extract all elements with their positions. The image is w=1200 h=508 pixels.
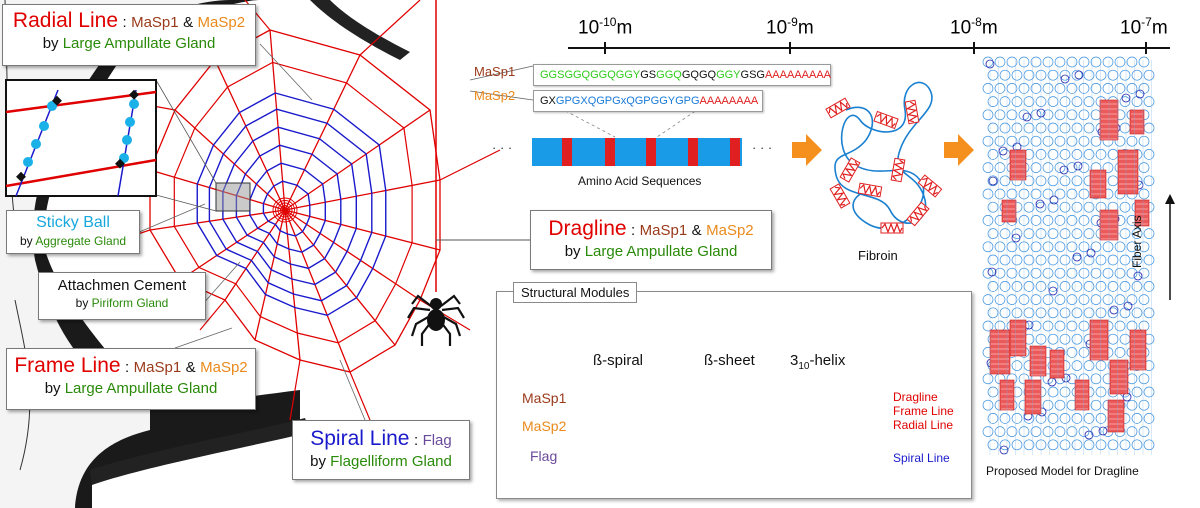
spiral-line-callout: Spiral Line : Flag by Flagelliform Gland [292, 420, 470, 480]
zoom-inset [5, 79, 157, 197]
frame-line-sep: : [125, 359, 130, 376]
frame-line-gland: Large Ampullate Gland [64, 380, 218, 397]
frame-line-prot1: MaSp1 [133, 359, 182, 376]
sequence-dots-right: · · · [752, 140, 773, 155]
arrow-to-model [944, 134, 974, 166]
seq-masp1-label: MaSp1 [474, 64, 516, 79]
masp2-seq-segment: GX [540, 95, 556, 107]
zoom-connector-top [155, 79, 217, 184]
amino-acid-bar [532, 138, 742, 166]
masp1-seq-segment: GGY [716, 69, 741, 81]
scale-label-3: 10-8m [950, 15, 998, 39]
masp1-seq-segment: GQGQ [681, 69, 717, 81]
spiral-line-name: Spiral Line [310, 427, 410, 450]
frame-line-amp: & [185, 359, 196, 376]
fiber-axis-label: Fiber Axis [1130, 215, 1144, 268]
masp1-seq-segment: GS [640, 69, 657, 81]
dragline-model [982, 56, 1155, 458]
dragline-by: by [564, 243, 581, 260]
beta-sheet-label: ß-sheet [704, 352, 755, 369]
dragline-prot1: MaSp1 [639, 222, 688, 239]
sequence-caption: Amino Acid Sequences [578, 174, 702, 188]
frame-line-by: by [44, 380, 61, 397]
scale-label-4: 10-7m [1120, 15, 1168, 39]
spiral-line-module-label: Spiral Line [893, 451, 950, 465]
zoom-region [215, 182, 251, 212]
sequence-dots-left: · · · [492, 140, 513, 155]
dragline-gland: Large Ampullate Gland [584, 243, 738, 260]
sticky-ball-gland: Aggregate Gland [35, 234, 127, 248]
dragline-name: Dragline [548, 217, 627, 240]
helix-label: 310-helix [790, 352, 846, 372]
sequence-zoom-lines [559, 107, 701, 138]
radial-line-by: by [42, 35, 59, 52]
masp1-sequence-box: GGSGGQGGQGGYGSGGQGQGQGGYGSGAAAAAAAAA [533, 64, 831, 86]
seq-masp2-label: MaSp2 [474, 88, 516, 103]
structural-modules-panel [496, 291, 972, 499]
dragline-sep: : [631, 222, 636, 239]
spiral-line-by: by [310, 453, 326, 470]
zoom-connector-bottom [155, 194, 217, 212]
masp2-seq-segment: GPGXQGPGxQGPGGYGPG [555, 95, 700, 107]
sticky-ball-by: by [19, 234, 33, 248]
scale-label-1: 10-10m [578, 15, 633, 39]
scale-label-2: 10-9m [766, 15, 814, 39]
attachment-cement-callout: Attachmen Cement by Piriform Gland [38, 272, 206, 320]
module-row-masp2: MaSp2 [522, 418, 567, 434]
length-scale [568, 42, 1170, 54]
radial-line-callout: Radial Line : MaSp1 & MaSp2 by Large Amp… [2, 4, 256, 66]
frame-line-prot2: MaSp2 [200, 359, 248, 376]
model-label: Proposed Model for Dragline [986, 464, 1139, 478]
radial-line-amp: & [183, 14, 194, 31]
sticky-ball-callout: Sticky Ball by Aggregate Gland [6, 210, 140, 254]
masp1-seq-segment: GSG [740, 69, 765, 81]
structural-modules-title: Structural Modules [513, 282, 638, 303]
bracket-label-frame: Frame Line [893, 404, 954, 418]
attachment-cement-by: by [75, 296, 89, 310]
bracket-label-dragline: Dragline [893, 390, 938, 404]
spider-web [89, 0, 501, 421]
masp1-seq-segment: AAAAAAAAA [764, 69, 832, 81]
radial-line-prot1: MaSp1 [131, 14, 179, 31]
dragline-callout: Dragline : MaSp1 & MaSp2 by Large Ampull… [530, 210, 772, 270]
spiral-line-gland: Flagelliform Gland [330, 453, 452, 470]
masp2-seq-segment: AAAAAAAA [699, 95, 759, 107]
module-row-masp1: MaSp1 [522, 390, 567, 406]
radial-line-gland: Large Ampullate Gland [62, 35, 216, 52]
spiral-line-sep: : [413, 432, 419, 449]
attachment-cement-gland: Piriform Gland [91, 296, 169, 310]
radial-line-prot2: MaSp2 [197, 14, 246, 31]
spider-icon [407, 294, 465, 346]
bracket-label-radial: Radial Line [893, 418, 954, 432]
masp1-seq-segment: GGQ [656, 69, 682, 81]
arrow-to-fibroin [792, 134, 822, 166]
attachment-cement-name: Attachmen Cement [57, 277, 187, 294]
module-row-flag: Flag [530, 448, 558, 464]
masp2-sequence-box: GXGPGXQGPGxQGPGGYGPGAAAAAAAA [533, 90, 763, 112]
radial-line-name: Radial Line [12, 9, 118, 32]
spiral-line-prot: Flag [422, 432, 452, 449]
fibroin-label: Fibroin [858, 248, 898, 263]
beta-spiral-label: ß-spiral [593, 352, 644, 369]
dragline-prot2: MaSp2 [706, 222, 754, 239]
dragline-amp: & [691, 222, 702, 239]
masp1-seq-segment: GGSGGQGGQGGY [540, 69, 641, 81]
fiber-axis-arrowhead [1165, 194, 1175, 204]
sticky-ball-name: Sticky Ball [36, 214, 110, 231]
radial-line-sep: : [122, 14, 127, 31]
fibroin-illustration [825, 81, 943, 234]
frame-line-name: Frame Line [14, 354, 121, 377]
frame-line-callout: Frame Line : MaSp1 & MaSp2 by Large Ampu… [6, 348, 256, 410]
sequence-connectors [469, 65, 534, 101]
